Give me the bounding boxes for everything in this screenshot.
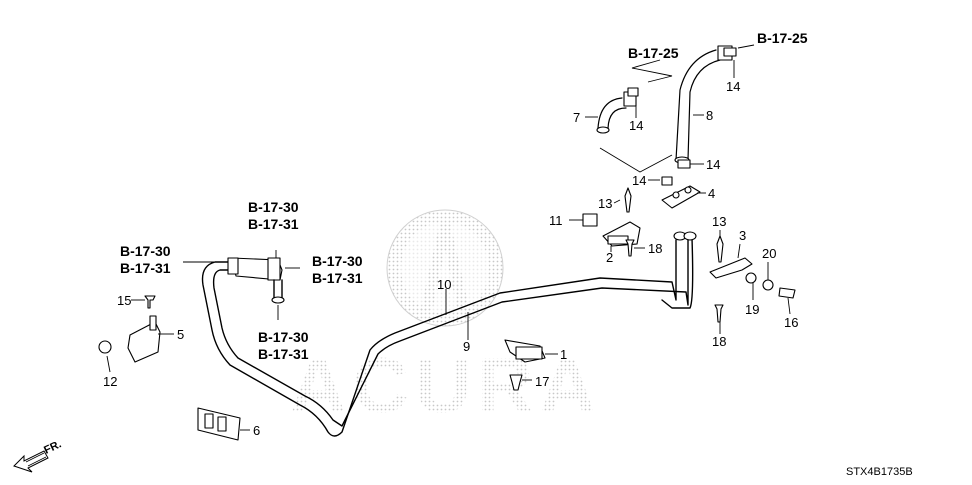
- callout-14c: 14: [632, 173, 646, 188]
- ref-label-lower-b: B-17-31: [258, 346, 309, 362]
- band-clamp-part-14a: [627, 87, 639, 97]
- front-direction-arrow-icon: [13, 450, 49, 473]
- callout-9: 9: [463, 339, 470, 354]
- callout-7: 7: [573, 110, 580, 125]
- ref-label-upper-a: B-17-30: [248, 199, 299, 215]
- washer-part-19: [745, 272, 757, 284]
- callout-leaders: [106, 60, 791, 431]
- callout-18a: 18: [648, 241, 662, 256]
- clamp-part-6: [197, 407, 241, 441]
- bolt-part-15: [144, 295, 156, 309]
- callout-16: 16: [784, 315, 798, 330]
- ref-label-left-b: B-17-31: [120, 260, 171, 276]
- washer-part-20: [762, 279, 774, 291]
- acura-watermark: ACURA: [290, 341, 602, 429]
- callout-12: 12: [103, 374, 117, 389]
- band-clamp-part-14b: [677, 159, 691, 169]
- callout-18b: 18: [712, 334, 726, 349]
- front-label: FR.: [42, 438, 63, 456]
- bolt-part-17: [509, 374, 523, 391]
- callout-11: 11: [549, 213, 563, 228]
- callout-1: 1: [560, 347, 567, 362]
- ref-label-upper-b: B-17-31: [248, 216, 299, 232]
- callout-5: 5: [177, 327, 184, 342]
- nut-part-12: [98, 340, 112, 354]
- callout-17: 17: [535, 374, 549, 389]
- ref-label-top-right: B-17-25: [757, 30, 808, 46]
- diagram-code: STX4B1735B: [846, 466, 913, 478]
- clip-part-11: [582, 213, 598, 227]
- bracket-part-2: [602, 221, 641, 247]
- callout-14a: 14: [629, 118, 643, 133]
- callout-13b: 13: [712, 214, 726, 229]
- bracket-part-3: [709, 257, 753, 279]
- ref-label-left-a: B-17-30: [120, 243, 171, 259]
- callout-3: 3: [739, 228, 746, 243]
- clip-part-13b: [716, 235, 724, 263]
- bolt-part-16: [778, 287, 796, 299]
- acura-logo-icon: [386, 209, 504, 327]
- bolt-part-18b: [714, 304, 724, 323]
- callout-4: 4: [708, 186, 715, 201]
- callout-14b: 14: [706, 157, 720, 172]
- callout-19: 19: [745, 302, 759, 317]
- bolt-part-18a: [625, 239, 635, 257]
- clip-part-13a: [624, 187, 632, 213]
- ref-label-lower-a: B-17-30: [258, 329, 309, 345]
- band-clamp-part-14c: [661, 176, 673, 186]
- fastener-group: [98, 47, 796, 391]
- band-clamp-part-14d: [723, 47, 737, 57]
- ref-label-top-left: B-17-25: [628, 45, 679, 61]
- callout-20: 20: [762, 246, 776, 261]
- hose-part-8: [674, 45, 733, 164]
- callout-10: 10: [437, 277, 451, 292]
- callout-13a: 13: [598, 196, 612, 211]
- callout-8: 8: [706, 108, 713, 123]
- callout-14d: 14: [726, 79, 740, 94]
- water-pipe-assembly: [201, 231, 697, 437]
- callout-6: 6: [253, 423, 260, 438]
- reference-arrows: [183, 44, 755, 320]
- callout-15: 15: [117, 293, 131, 308]
- callout-2: 2: [606, 250, 613, 265]
- ref-label-right-a: B-17-30: [312, 253, 363, 269]
- clip-part-5: [127, 315, 161, 363]
- ref-label-right-b: B-17-31: [312, 270, 363, 286]
- grommet-part-4: [661, 185, 701, 209]
- clamp-part-1: [504, 339, 546, 363]
